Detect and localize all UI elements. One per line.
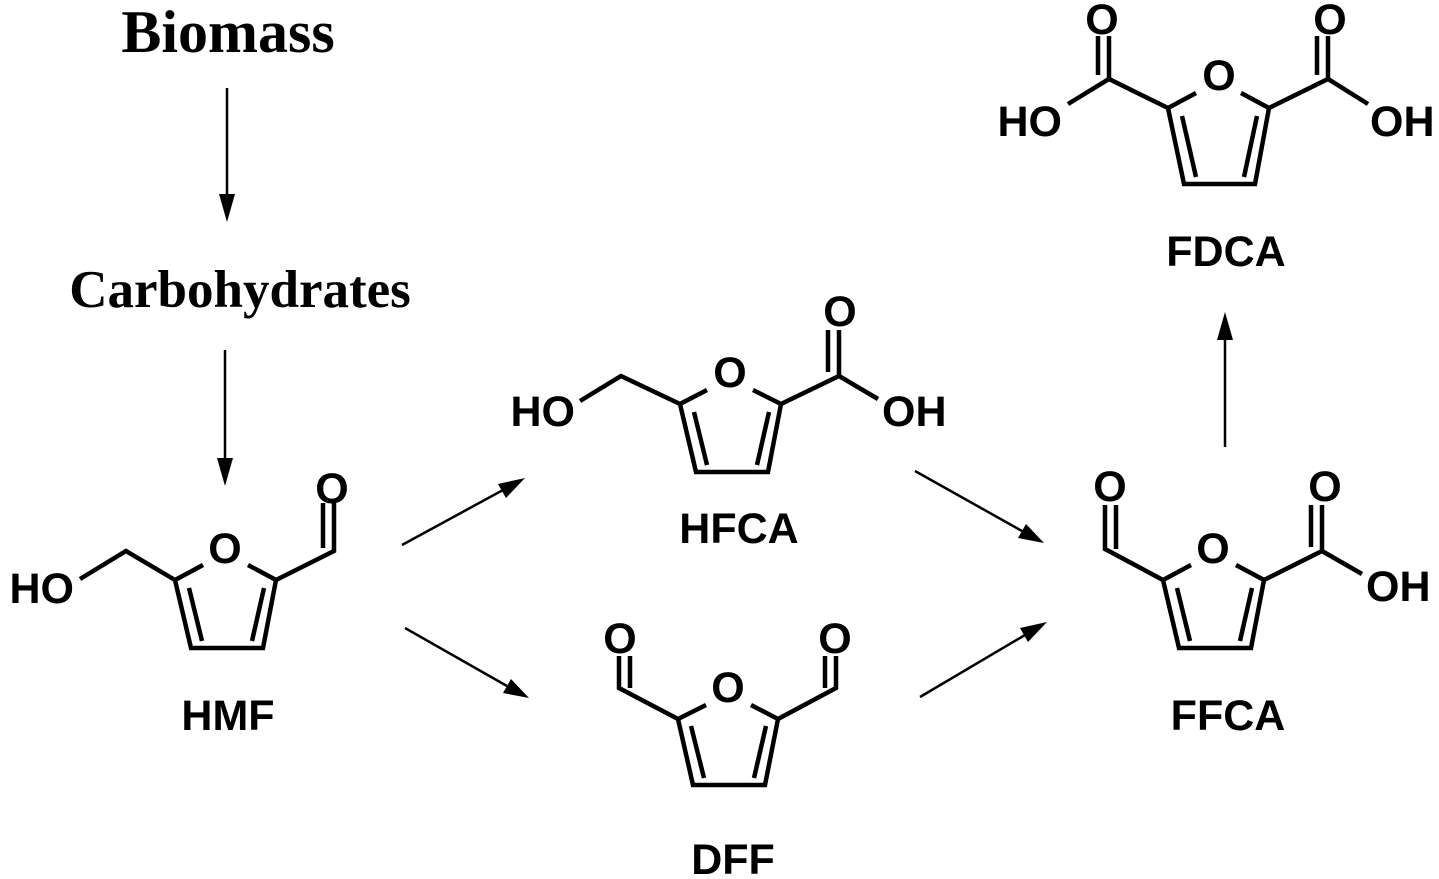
fdca-ring-oxygen: O [1202,52,1235,100]
ffca-label: FFCA [1171,692,1286,740]
hfca-acid-hydroxyl: OH [882,388,947,436]
fdca-label: FDCA [1166,228,1285,276]
hfca-hydroxyl: HO [511,388,576,436]
dff-label: DFF [691,836,775,879]
hmf-label: HMF [181,692,274,740]
fdca-carbonyl-oxygen-right: O [1313,0,1346,44]
arrow-biomass-to-carbohydrates [219,88,235,222]
fdca-hydroxyl-left: HO [998,98,1063,146]
ffca-acid-hydroxyl: OH [1366,563,1431,611]
ffca-ring-oxygen: O [1196,525,1229,573]
dff-structure: O O O DFF [603,615,851,879]
hmf-hydroxyl: HO [10,565,75,613]
dff-aldehyde-oxygen-right: O [818,615,851,663]
ffca-structure: O O O OH FFCA [1093,463,1430,740]
arrow-ffca-to-fdca [1217,312,1233,447]
fdca-carbonyl-oxygen-left: O [1085,0,1118,44]
hfca-label: HFCA [679,505,798,553]
hmf-ring-oxygen: O [208,525,241,573]
dff-ring-oxygen: O [711,664,744,712]
ffca-aldehyde-oxygen: O [1093,463,1126,511]
hfca-carbonyl-oxygen: O [823,288,856,336]
fdca-hydroxyl-right: OH [1370,98,1435,146]
carbohydrates-label: Carbohydrates [69,261,411,319]
ffca-carbonyl-oxygen: O [1308,463,1341,511]
hmf-structure: O HO O HMF [10,465,349,740]
arrow-hmf-to-hfca [401,478,525,547]
hmf-aldehyde-oxygen: O [315,465,348,513]
arrow-hmf-to-dff [404,626,529,698]
arrow-hfca-to-ffca [914,469,1044,543]
fdca-structure: O O O HO OH FDCA [998,0,1435,276]
dff-aldehyde-oxygen-left: O [603,615,636,663]
biomass-label: Biomass [121,0,334,65]
arrow-carbohydrates-to-hmf [217,350,233,486]
arrow-dff-to-ffca [919,622,1047,699]
hfca-structure: O HO O OH HFCA [511,288,947,553]
hfca-ring-oxygen: O [713,349,746,397]
